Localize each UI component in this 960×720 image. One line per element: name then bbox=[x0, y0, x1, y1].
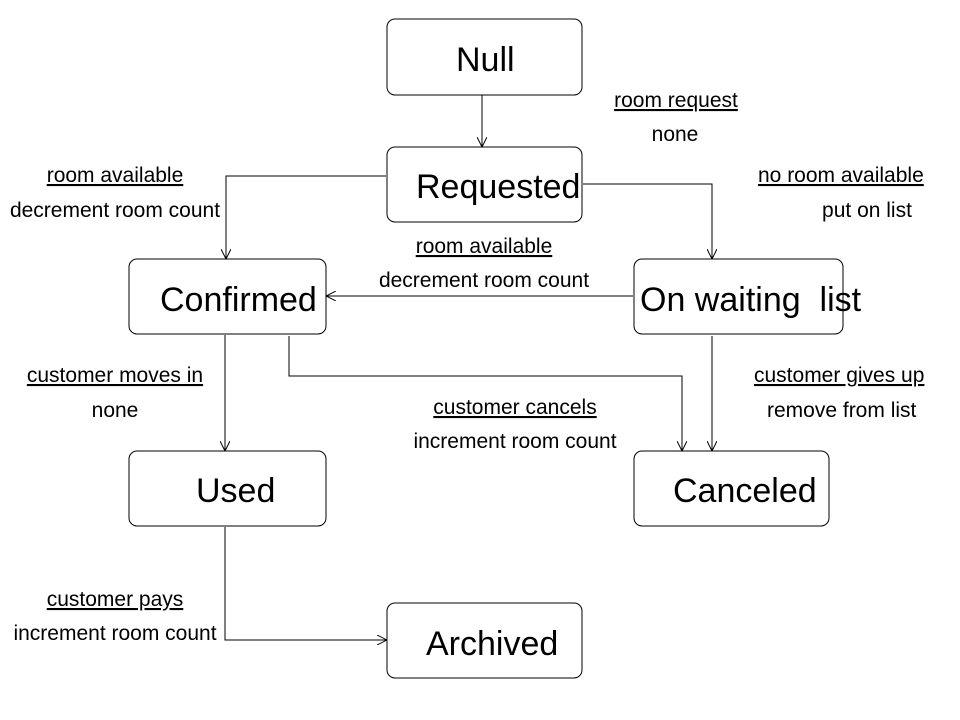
label-customer-cancels-event: customer cancels bbox=[433, 396, 596, 419]
state-null: Null bbox=[386, 18, 583, 96]
state-confirmed-label: Confirmed bbox=[160, 281, 317, 319]
state-confirmed: Confirmed bbox=[128, 258, 327, 335]
label-customer-moves-in-action: none bbox=[92, 399, 139, 422]
label-remove-from-list-action: remove from list bbox=[767, 399, 917, 422]
label-room-available-event-left: room available bbox=[47, 164, 184, 187]
label-customer-cancels-action: increment room count bbox=[413, 430, 616, 453]
state-archived-label: Archived bbox=[426, 625, 558, 663]
label-decrement-action-middle: decrement room count bbox=[379, 269, 589, 292]
edge-confirmed-canceled bbox=[288, 336, 682, 450]
state-archived: Archived bbox=[386, 602, 583, 679]
state-used-label: Used bbox=[196, 472, 275, 510]
edge-requested-confirmed bbox=[226, 175, 386, 258]
label-put-on-list-action: put on list bbox=[822, 199, 912, 222]
label-room-request-action: none bbox=[652, 123, 699, 146]
edge-used-archived bbox=[224, 527, 386, 640]
label-customer-pays-action: increment room count bbox=[13, 622, 216, 645]
state-null-label: Null bbox=[456, 41, 515, 79]
state-on-waiting-list: On waiting list bbox=[633, 258, 862, 335]
state-on-waiting-list-label: On waiting list bbox=[640, 281, 862, 319]
label-decrement-action-left: decrement room count bbox=[10, 199, 220, 222]
label-customer-moves-in-event: customer moves in bbox=[27, 364, 203, 387]
edge-requested-waiting bbox=[583, 183, 712, 258]
state-canceled: Canceled bbox=[633, 450, 830, 527]
state-requested: Requested bbox=[386, 146, 583, 223]
label-customer-gives-up-event: customer gives up bbox=[754, 364, 924, 387]
state-used: Used bbox=[128, 450, 327, 527]
state-canceled-label: Canceled bbox=[673, 472, 817, 510]
label-customer-pays-event: customer pays bbox=[47, 588, 184, 611]
label-room-request-event: room request bbox=[614, 89, 738, 112]
label-room-available-event-middle: room available bbox=[416, 235, 553, 258]
label-no-room-available-event: no room available bbox=[758, 164, 924, 187]
state-requested-label: Requested bbox=[416, 168, 580, 206]
